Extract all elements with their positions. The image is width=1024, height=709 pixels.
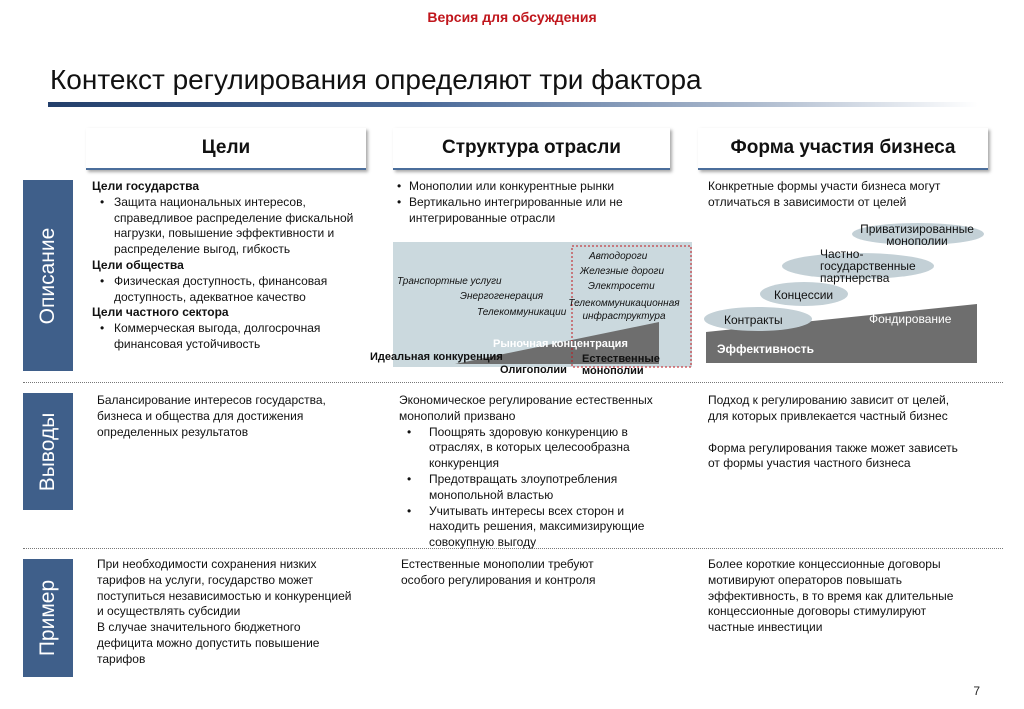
label-telecom: Телекоммуникации	[477, 307, 567, 318]
structure-bullet: Монополии или конкурентные рынки	[397, 179, 667, 195]
goals-example-p1: При необходимости сохранения низких тари…	[97, 557, 352, 619]
label-efficiency: Эффективность	[717, 342, 815, 356]
row-label-examples: Пример	[23, 559, 73, 677]
structure-example: Естественные монополии требуют особого р…	[401, 557, 596, 587]
label-ppp: Частно-государственные партнерства	[820, 247, 916, 285]
business-conclusion: Подход к регулированию зависит от целей,…	[708, 393, 958, 472]
label-energy: Энергогенерация	[460, 291, 544, 302]
label-contracts: Контракты	[724, 313, 783, 327]
efficiency-bar	[706, 335, 977, 363]
structure-conclusion-bullet: Предотвращать злоупотребления монопольно…	[399, 472, 671, 504]
business-intro: Конкретные формы участи бизнеса могут от…	[708, 179, 941, 209]
ellipse-privatized	[852, 223, 984, 245]
structure-conclusion-bullet: Учитывать интересы всех сторон и находит…	[399, 504, 671, 551]
label-oligopolies: Олигополии	[500, 364, 567, 376]
business-example: Более короткие концессионные договоры мо…	[708, 557, 954, 635]
structure-conclusion-intro: Экономическое регулирование естественных…	[399, 393, 653, 423]
society-goals-title: Цели общества	[92, 257, 184, 272]
row-label-description: Описание	[23, 180, 73, 371]
business-forms-diagram: Приватизированные монополии Частно-госуд…	[700, 218, 990, 368]
column-header-label: Структура отрасли	[442, 137, 621, 158]
concentration-wedge	[455, 245, 692, 368]
label-telecom-infra: Телекоммуникационная инфраструктура	[568, 298, 680, 322]
row-label-conclusions: Выводы	[23, 393, 73, 510]
state-goals-bullet: Защита национальных интересов, справедли…	[92, 195, 374, 258]
label-concessions: Концессии	[774, 288, 834, 302]
goals-description: Цели государства Защита национальных инт…	[92, 179, 374, 353]
column-header-business: Форма участия бизнеса	[698, 128, 988, 170]
market-structure-diagram: Транспортные услуги Энергогенерация Теле…	[370, 242, 693, 377]
label-transport: Транспортные услуги	[397, 276, 502, 287]
row-divider	[23, 382, 1003, 383]
label-roads: Автодороги	[589, 251, 648, 262]
ellipse-contracts	[704, 307, 812, 331]
structure-bullet: Вертикально интегрированные или не интег…	[397, 195, 667, 227]
label-ideal-competition: Идеальная конкуренция	[370, 351, 503, 363]
page-number: 7	[973, 684, 980, 698]
label-funding: Фондирование	[869, 312, 952, 326]
column-header-goals: Цели	[86, 128, 366, 170]
structure-description: Монополии или конкурентные рынки Вертика…	[397, 179, 667, 226]
private-goals-bullet: Коммерческая выгода, долгосрочная финанс…	[92, 321, 374, 353]
business-forms-graphic	[704, 223, 984, 363]
label-natural-monopolies: Естественные монополии	[582, 353, 660, 377]
state-goals-title: Цели государства	[92, 179, 200, 193]
label-privatized: Приватизированные монополии	[860, 222, 974, 248]
ellipse-concessions	[760, 282, 848, 306]
row-label-text: Описание	[36, 227, 59, 324]
structure-conclusion-bullet: Поощрять здоровую конкуренцию в отраслях…	[399, 425, 671, 472]
row-label-text: Пример	[36, 579, 59, 657]
label-market-concentration: Рыночная концентрация	[493, 338, 628, 350]
page-title: Контекст регулирования определяют три фа…	[50, 64, 702, 95]
title-underline	[48, 102, 978, 107]
goals-example-p2: В случае значительного бюджетного дефици…	[97, 620, 320, 666]
label-power-grid: Электросети	[588, 281, 655, 292]
column-header-label: Цели	[201, 137, 251, 158]
column-header-structure: Структура отрасли	[393, 128, 670, 170]
column-header-label: Форма участия бизнеса	[730, 137, 956, 158]
structure-conclusion: Экономическое регулирование естественных…	[399, 393, 671, 551]
concentration-wedge-shape	[455, 322, 659, 364]
version-label: Версия для обсуждения	[427, 9, 597, 25]
label-rail: Железные дороги	[580, 266, 665, 277]
goals-example: При необходимости сохранения низких тари…	[97, 557, 359, 668]
goals-conclusion: Балансирование интересов государства, би…	[97, 393, 326, 439]
ellipse-ppp	[782, 253, 934, 279]
business-conclusion-p1: Подход к регулированию зависит от целей,…	[708, 393, 950, 423]
society-goals-bullet: Физическая доступность, финансовая досту…	[92, 274, 374, 306]
business-conclusion-p2: Форма регулирования также может зависеть…	[708, 440, 958, 471]
private-goals-title: Цели частного сектора	[92, 305, 229, 320]
row-label-text: Выводы	[36, 412, 59, 491]
